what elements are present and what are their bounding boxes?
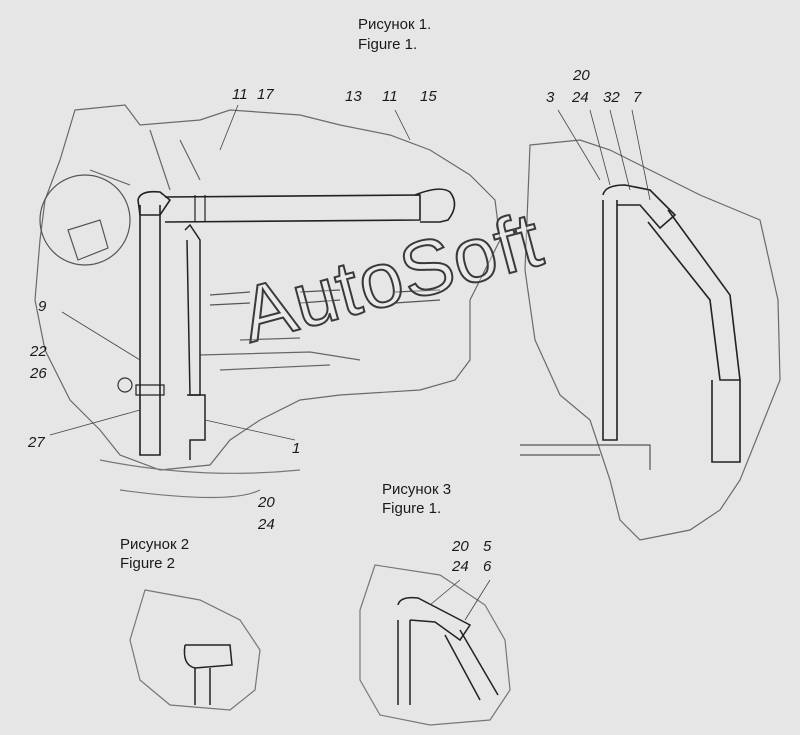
pulley-inner <box>67 219 109 261</box>
callout-11: 11 <box>232 86 248 103</box>
leader-lines-fig1 <box>49 104 411 441</box>
tube-left-bend <box>137 190 172 216</box>
callout-6: 6 <box>483 558 492 575</box>
leader-lines-right <box>557 109 651 201</box>
callout-7: 7 <box>633 89 642 106</box>
tube-right-lower <box>711 380 741 463</box>
bolt-22 <box>117 377 133 393</box>
tube-horizontal <box>164 194 421 223</box>
callout-24b: 24 <box>258 516 275 533</box>
engine-frame-lower <box>99 459 301 499</box>
callout-22: 22 <box>30 343 47 360</box>
callout-1: 1 <box>292 440 301 457</box>
engine-bolts <box>209 289 441 306</box>
fig2-outline <box>129 589 261 711</box>
fig2-tube <box>194 668 211 705</box>
fig3-outline <box>359 564 511 726</box>
callout-17: 17 <box>257 86 274 103</box>
tube-mid-vertical <box>184 223 201 396</box>
elbow-right-15 <box>414 188 456 223</box>
callout-32: 32 <box>603 89 620 106</box>
engine-outline <box>34 104 501 471</box>
callout-27: 27 <box>28 434 45 451</box>
tube-right-diagonal <box>647 209 741 381</box>
bracket-right <box>520 444 651 470</box>
callout-9: 9 <box>38 298 47 315</box>
fig3-caption-en: Figure 1. <box>382 500 442 517</box>
fig2-caption-ru: Рисунок 2 <box>120 536 190 553</box>
callout-5: 5 <box>483 538 492 555</box>
fig1-caption-ru: Рисунок 1. <box>358 16 432 33</box>
callout-20b: 20 <box>258 494 275 511</box>
callout-3: 3 <box>546 89 555 106</box>
callout-13: 13 <box>345 88 362 105</box>
callout-24a: 24 <box>572 89 589 106</box>
tube-horizontal-joint <box>194 195 206 222</box>
tube-mid-lower <box>187 394 206 460</box>
callout-24c: 24 <box>452 558 469 575</box>
callout-20c: 20 <box>452 538 469 555</box>
fig2-elbow <box>183 644 233 669</box>
callout-20a: 20 <box>573 67 590 84</box>
fig3-caption-ru: Рисунок 3 <box>382 481 452 498</box>
callout-26: 26 <box>30 365 47 382</box>
fig3-elbow <box>397 596 472 642</box>
tube-left-vertical <box>139 205 161 456</box>
fig3-tube-vertical <box>397 620 411 705</box>
callout-11b: 11 <box>382 88 398 105</box>
clamp-left <box>135 384 165 396</box>
pulley <box>39 174 131 266</box>
leader-lines-fig3 <box>429 579 491 621</box>
fig1-caption-en: Figure 1. <box>358 36 418 53</box>
callout-15: 15 <box>420 88 437 105</box>
fig3-tube-diagonal <box>444 629 499 701</box>
tube-right-elbow <box>602 184 677 230</box>
tube-right-vertical <box>602 200 618 441</box>
engine-detail-lines <box>89 129 361 371</box>
fig2-caption-en: Figure 2 <box>120 555 176 572</box>
engine-outline-right <box>524 139 781 541</box>
